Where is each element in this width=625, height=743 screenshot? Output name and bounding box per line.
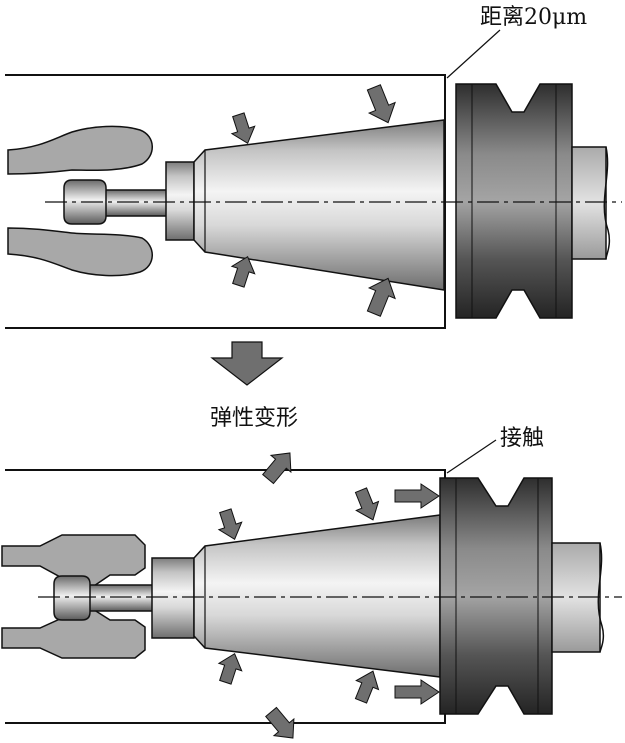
bottom-arrow-2 xyxy=(354,487,380,521)
bottom-pull-stud-neck xyxy=(84,584,156,612)
top-back-shaft xyxy=(571,146,607,260)
bottom-arrow-4 xyxy=(354,670,380,704)
top-arrow-3 xyxy=(230,256,256,288)
bottom-collar xyxy=(151,557,195,639)
top-arrow-4 xyxy=(366,277,396,317)
top-arrow-2 xyxy=(366,84,396,124)
gap-leader-line xyxy=(446,29,501,79)
gap-label: 距离20μm xyxy=(480,5,587,30)
contact-label: 接触 xyxy=(500,426,544,451)
contact-leader-line xyxy=(446,439,497,474)
bottom-taper-cone xyxy=(193,514,441,678)
top-pull-stud-neck xyxy=(99,189,169,217)
bottom-assembly: 接触 xyxy=(1,426,622,739)
bottom-axial-arrow-lower xyxy=(394,679,440,705)
bottom-arrow-1 xyxy=(217,508,243,540)
bottom-axial-arrow-upper xyxy=(394,483,440,509)
top-gripper-upper xyxy=(7,125,153,175)
top-arrow-1 xyxy=(230,112,256,144)
bottom-arrow-out-bottom xyxy=(265,706,295,739)
bottom-pull-stud-head xyxy=(53,575,91,621)
transition-down-arrow xyxy=(210,341,284,386)
bottom-flange xyxy=(439,477,553,715)
top-gripper-lower xyxy=(7,227,153,277)
bottom-arrow-3 xyxy=(217,653,243,685)
top-collar xyxy=(165,161,195,241)
top-flange xyxy=(455,83,573,319)
top-assembly: 距离20μm xyxy=(5,5,622,329)
bottom-arrow-out-top xyxy=(262,452,292,485)
elastic-deformation-label: 弹性变形 xyxy=(210,406,298,431)
bottom-gripper-upper xyxy=(1,534,146,591)
top-taper-cone xyxy=(193,119,445,291)
